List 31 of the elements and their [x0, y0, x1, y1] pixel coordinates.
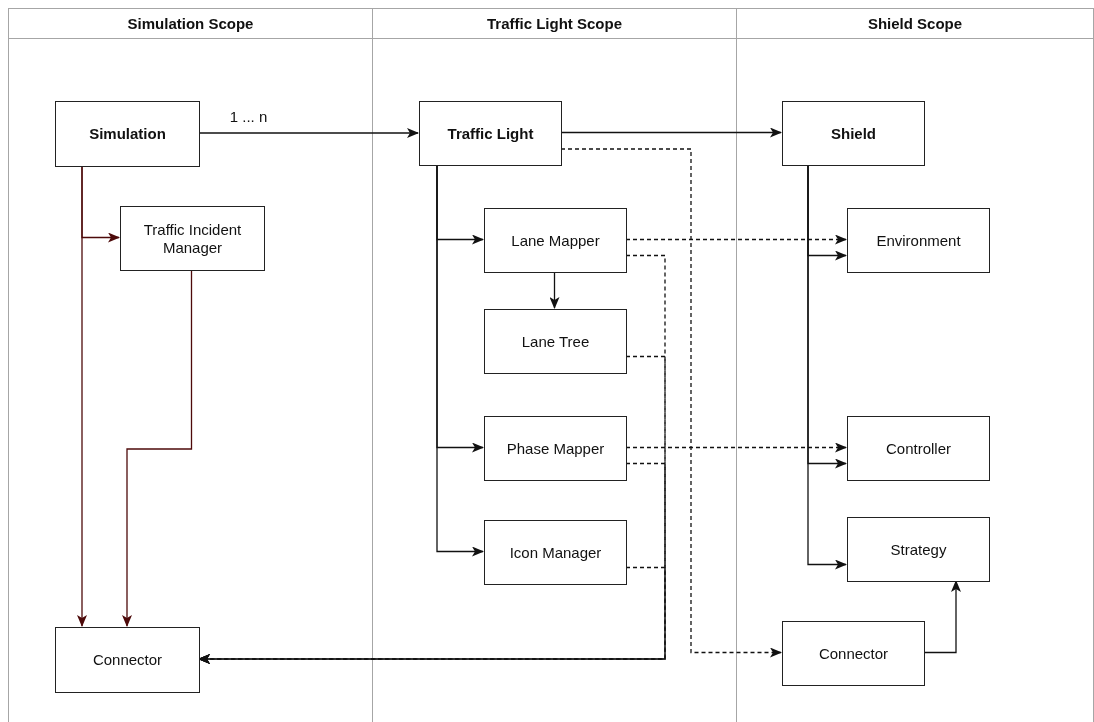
lane-title: Simulation Scope — [9, 9, 372, 39]
component-box: Shield — [782, 101, 925, 166]
arrow — [77, 165, 87, 627]
component-box: Lane Mapper — [484, 208, 627, 273]
dashed-arrow — [625, 442, 847, 453]
arrow — [436, 164, 484, 557]
component-box: Icon Manager — [484, 520, 627, 585]
swimlane — [8, 8, 372, 722]
arrow — [923, 580, 961, 654]
component-box: Environment — [847, 208, 990, 273]
arrow — [560, 127, 782, 138]
component-box: Strategy — [847, 517, 990, 582]
component-box: Controller — [847, 416, 990, 481]
component-box: Phase Mapper — [484, 416, 627, 481]
component-box: Connector — [55, 627, 200, 693]
component-box: Traffic Light — [419, 101, 562, 166]
arrow — [122, 269, 193, 627]
arrow — [807, 164, 847, 570]
swimlane — [372, 8, 736, 722]
lane-title: Shield Scope — [737, 9, 1093, 39]
component-box: Traffic Incident Manager — [120, 206, 265, 271]
dashed-arrow — [560, 148, 782, 658]
lane-title: Traffic Light Scope — [373, 9, 736, 39]
dashed-arrow — [198, 566, 666, 664]
dashed-arrow — [625, 234, 847, 245]
component-box: Lane Tree — [484, 309, 627, 374]
arrow — [549, 271, 560, 309]
component-box: Simulation — [55, 101, 200, 167]
swimlane — [736, 8, 1094, 722]
arrow — [198, 128, 419, 138]
component-box: Connector — [782, 621, 925, 686]
